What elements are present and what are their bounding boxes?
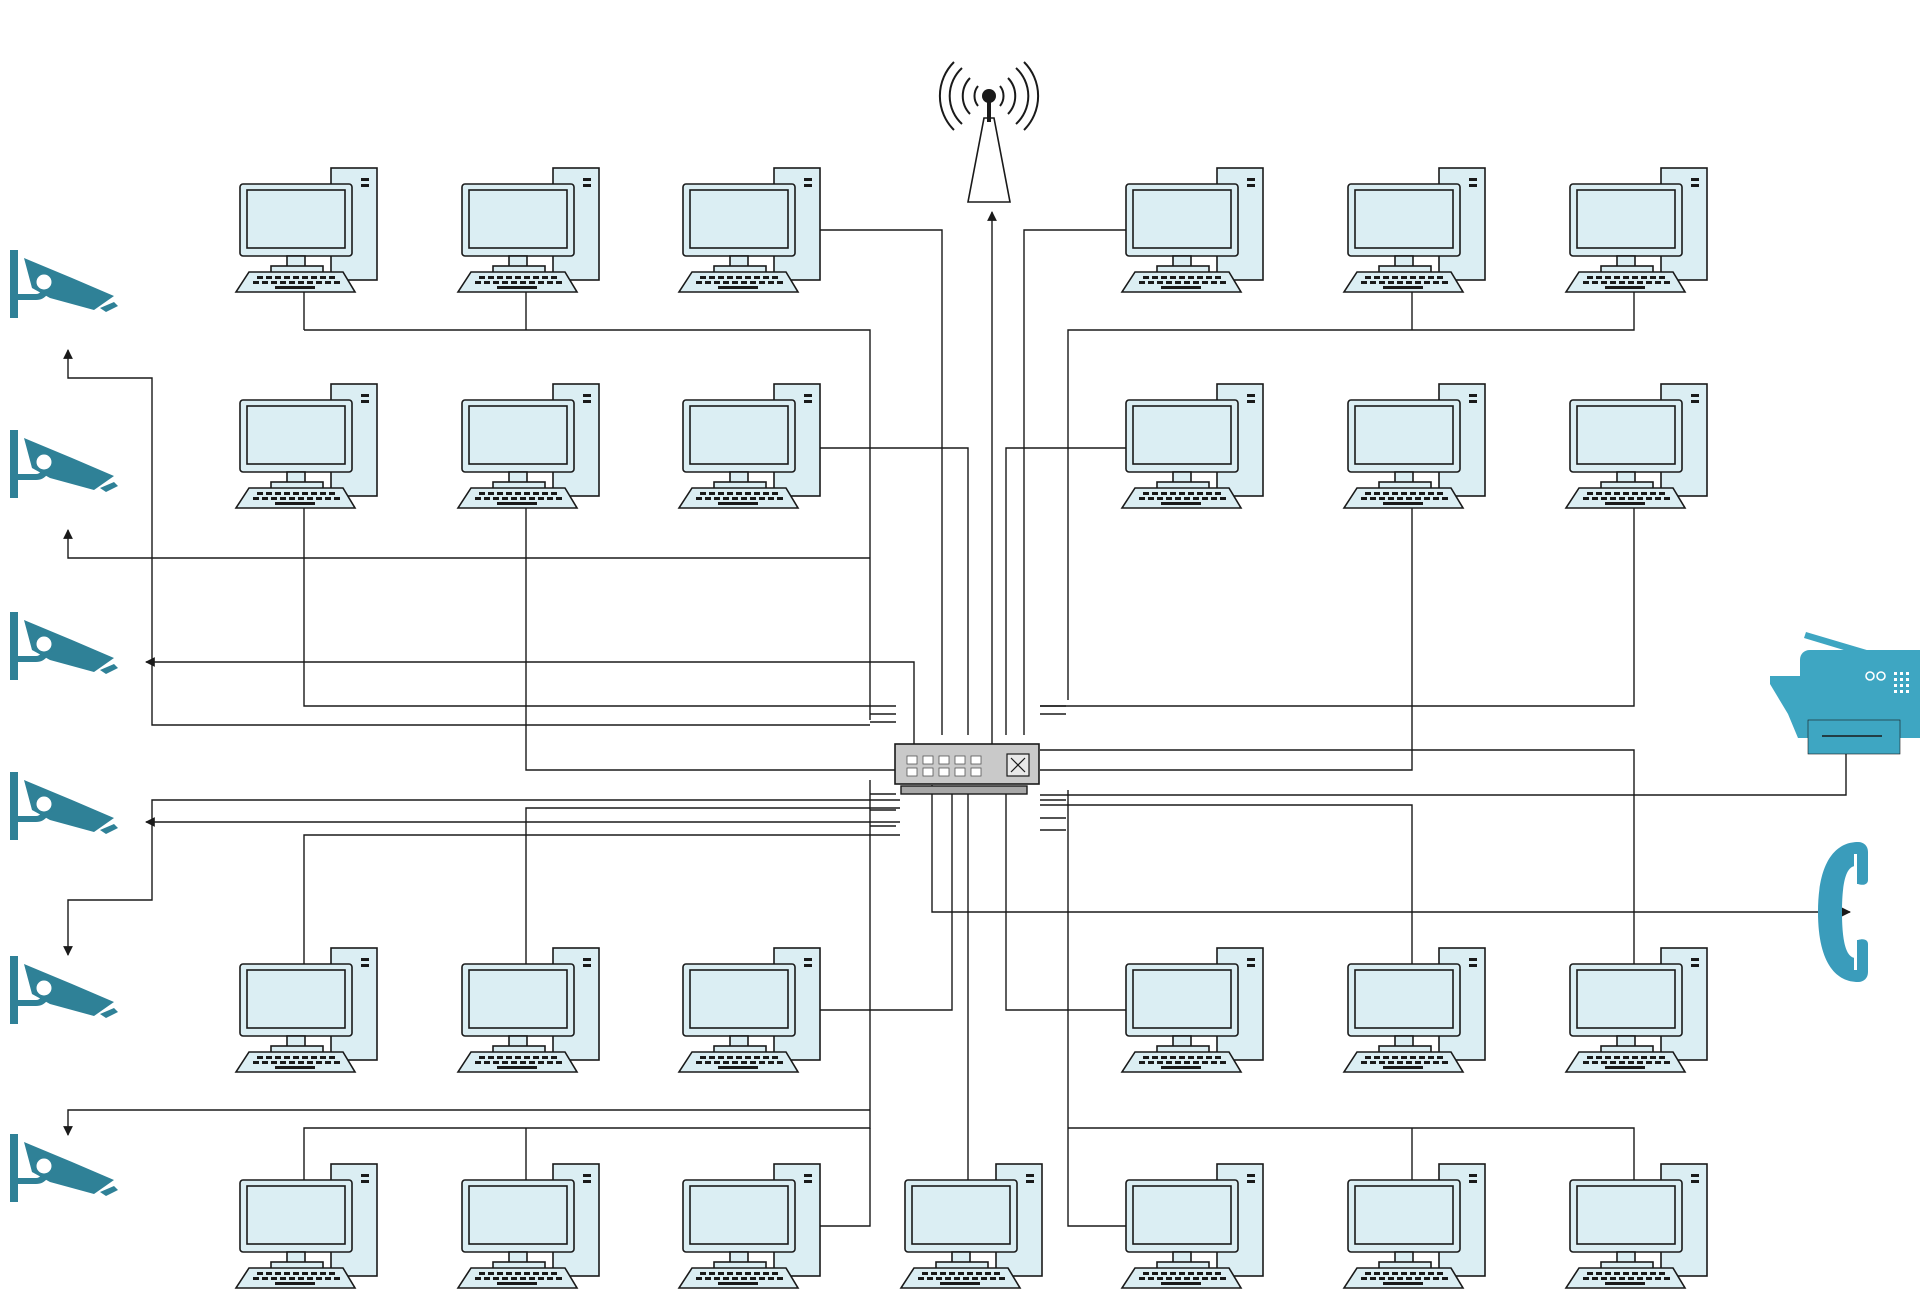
desktop-computer-icon xyxy=(678,383,821,509)
desktop-computer-icon xyxy=(678,167,821,293)
desktop-computer-icon xyxy=(1565,167,1708,293)
security-camera-icon xyxy=(8,428,120,500)
desktop-computer-icon xyxy=(1121,1163,1264,1289)
workstations xyxy=(235,167,1708,1289)
desktop-computer-icon xyxy=(457,383,600,509)
desktop-computer-icon xyxy=(1343,383,1486,509)
security-cameras xyxy=(8,248,120,1204)
network-switch-icon xyxy=(894,743,1040,795)
desktop-computer-icon xyxy=(1565,1163,1708,1289)
desktop-computer-icon xyxy=(1343,167,1486,293)
telephone-icon xyxy=(1818,842,1868,982)
desktop-computer-icon xyxy=(678,947,821,1073)
desktop-computer-icon xyxy=(1343,947,1486,1073)
security-camera-icon xyxy=(8,1132,120,1204)
desktop-computer-icon xyxy=(678,1163,821,1289)
desktop-computer-icon xyxy=(1121,947,1264,1073)
desktop-computer-icon xyxy=(235,947,378,1073)
fax-machine-icon xyxy=(1770,632,1920,755)
desktop-computer-icon xyxy=(1121,383,1264,509)
desktop-computer-icon xyxy=(1343,1163,1486,1289)
security-camera-icon xyxy=(8,610,120,682)
desktop-computer-icon xyxy=(1565,947,1708,1073)
desktop-computer-icon xyxy=(1565,383,1708,509)
desktop-computer-icon xyxy=(235,167,378,293)
security-camera-icon xyxy=(8,954,120,1026)
connection-lines xyxy=(63,211,1851,1231)
desktop-computer-icon xyxy=(235,1163,378,1289)
security-camera-icon xyxy=(8,248,120,320)
desktop-computer-icon xyxy=(1121,167,1264,293)
desktop-computer-icon xyxy=(457,167,600,293)
desktop-computer-icon xyxy=(457,1163,600,1289)
desktop-computer-icon xyxy=(457,947,600,1073)
desktop-computer-icon xyxy=(900,1163,1043,1289)
security-camera-icon xyxy=(8,770,120,842)
wireless-antenna-icon xyxy=(938,61,1040,203)
desktop-computer-icon xyxy=(235,383,378,509)
